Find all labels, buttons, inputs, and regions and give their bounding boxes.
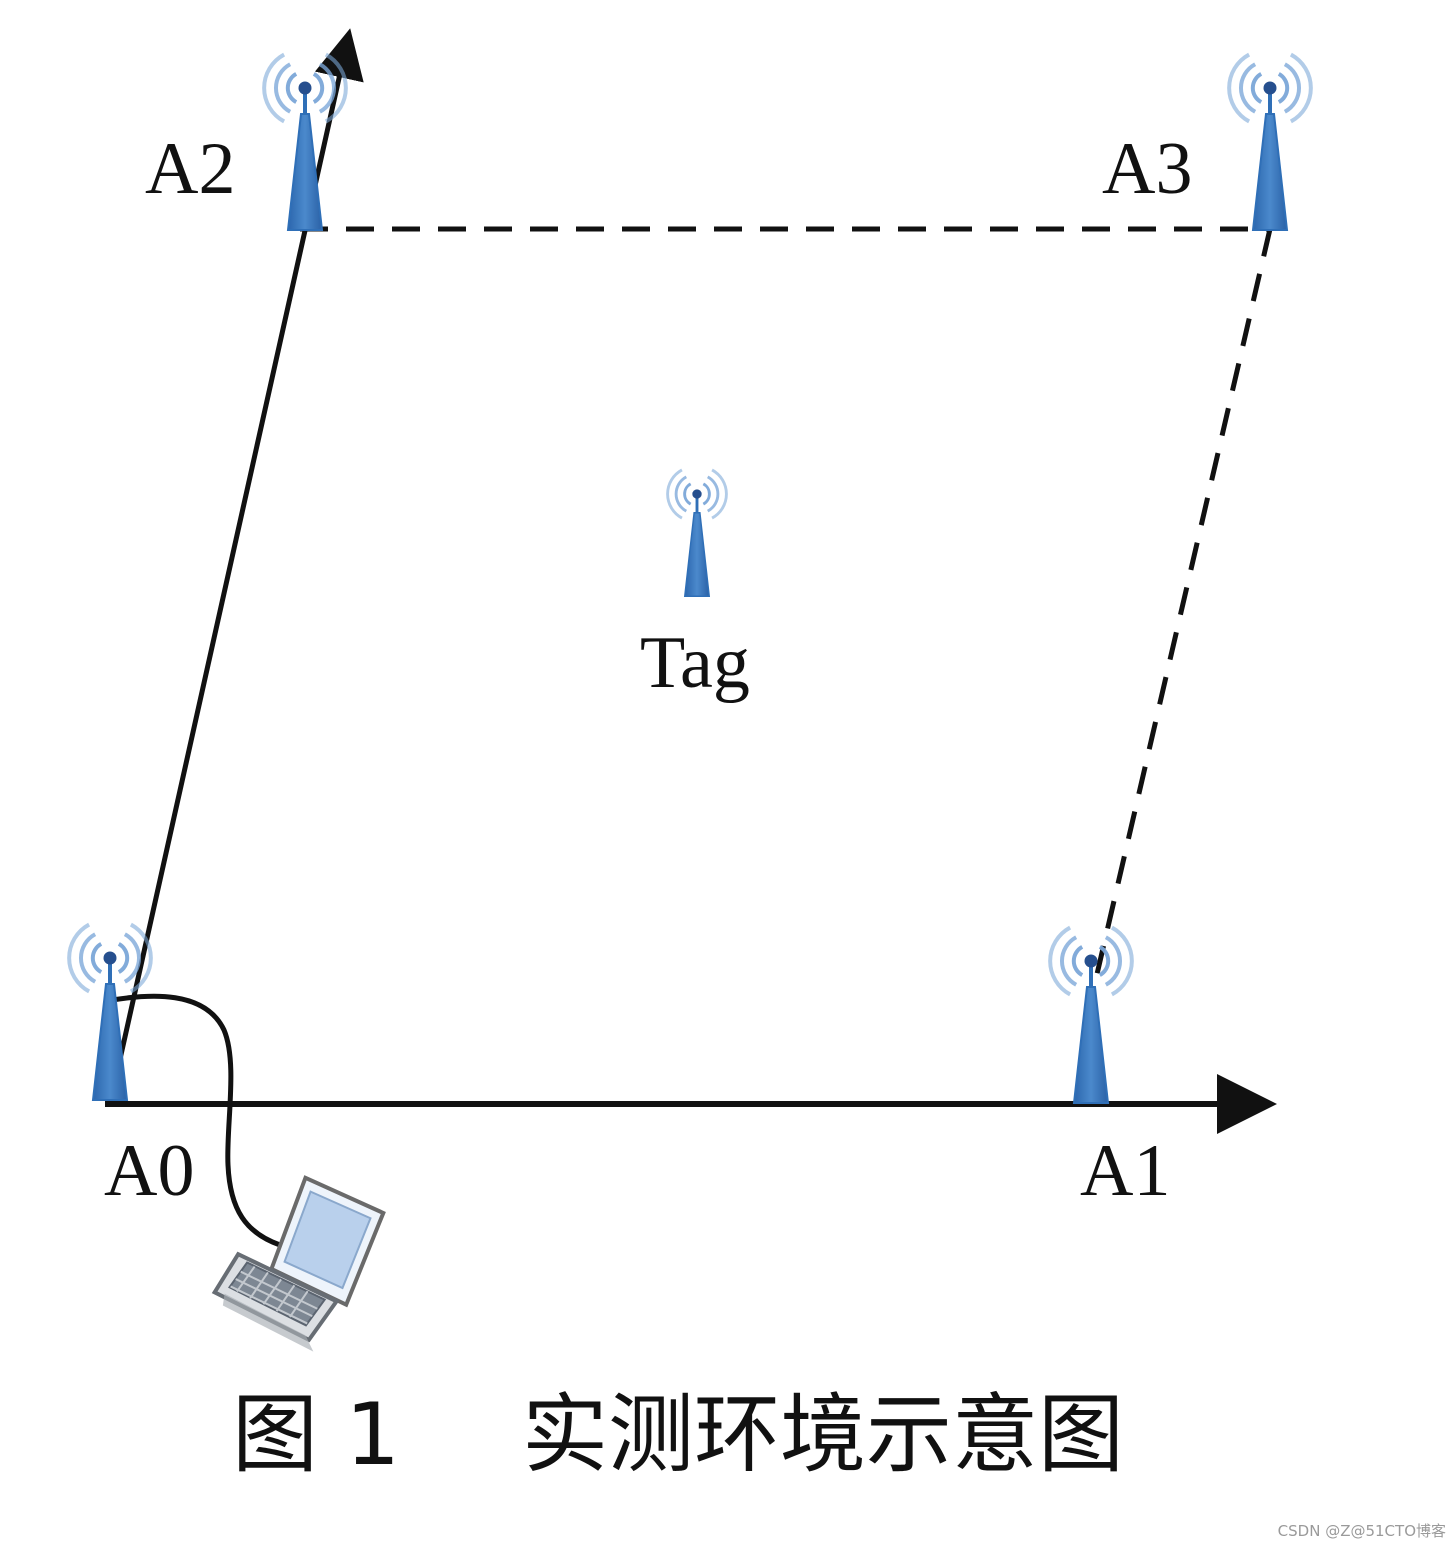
antenna-a1 [1048,925,1134,1104]
antenna-tag-signal-wave-right-2 [706,475,720,513]
anchor-label-a2: A2 [145,128,236,210]
figure-caption: 实测环境示意图 [522,1385,1124,1485]
antenna-tag-knob [692,489,702,499]
antenna-a2-knob [298,81,312,95]
antenna-a3-tower [1251,113,1289,231]
antenna-a0-knob [103,951,117,965]
antenna-a1-tower [1072,986,1110,1104]
antenna-a2-signal-wave-left-3 [262,52,286,124]
antenna-a3-signal-wave-left-3 [1227,52,1251,124]
antenna-tag-signal-wave-left-3 [666,468,683,520]
antenna-a3-signal-wave-left-1 [1250,72,1263,104]
antenna-a3-signal-wave-right-1 [1277,72,1290,104]
antenna-a0 [67,922,153,1101]
anchor-label-a1: A1 [1080,1130,1171,1212]
antenna-a1-knob [1084,954,1098,968]
a3-a1-dashed-line [1088,228,1273,1001]
antenna-a1-signal-wave-left-2 [1059,935,1078,987]
antenna-a1-signal-wave-right-1 [1098,945,1111,977]
laptop-screen-panel [283,1190,372,1290]
antenna-a2-signal-wave-right-3 [324,52,348,124]
antenna-a1-signal-wave-right-3 [1110,925,1134,997]
antenna-a1-signal-wave-right-2 [1104,935,1123,987]
antenna-a2-signal-wave-left-2 [273,62,292,114]
antenna-a3-signal-wave-right-2 [1283,62,1302,114]
tag-label: Tag [640,622,750,704]
antenna-a3-signal-wave-right-3 [1289,52,1313,124]
antenna-a2-tower [286,113,324,231]
laptop-icon [211,1175,386,1352]
antenna-a2 [262,52,348,231]
laptop-keys-grid [230,1266,318,1325]
antenna-a2-signal-wave-right-1 [312,72,325,104]
anchor-label-a0: A0 [104,1130,195,1212]
watermark: CSDN @Z@51CTO博客 [1277,1522,1446,1540]
antenna-tag-signal-wave-left-2 [674,475,688,513]
laptop-cable [111,993,281,1248]
antenna-a2-signal-wave-right-2 [318,62,337,114]
laptop-shadow [222,1293,314,1352]
antenna-a3 [1227,52,1313,231]
antenna-a1-signal-wave-left-3 [1048,925,1072,997]
antenna-a0-tower [91,983,129,1101]
antenna-a3-knob [1263,81,1277,95]
figure-number: 图 1 [232,1385,401,1485]
antenna-a1-signal-wave-left-1 [1071,945,1084,977]
antenna-a0-signal-wave-left-3 [67,922,91,994]
antenna-a2-signal-wave-left-1 [285,72,298,104]
anchor-label-a3: A3 [1102,128,1193,210]
antenna-a0-signal-wave-left-2 [78,932,97,984]
antenna-a0-signal-wave-right-1 [117,942,130,974]
antenna-tag-tower [683,511,711,597]
antenna-a0-signal-wave-left-1 [90,942,103,974]
antenna-a0-signal-wave-right-2 [123,932,142,984]
antenna-a3-signal-wave-left-2 [1238,62,1257,114]
antenna-a0-signal-wave-right-3 [129,922,153,994]
antenna-tag [666,468,728,597]
